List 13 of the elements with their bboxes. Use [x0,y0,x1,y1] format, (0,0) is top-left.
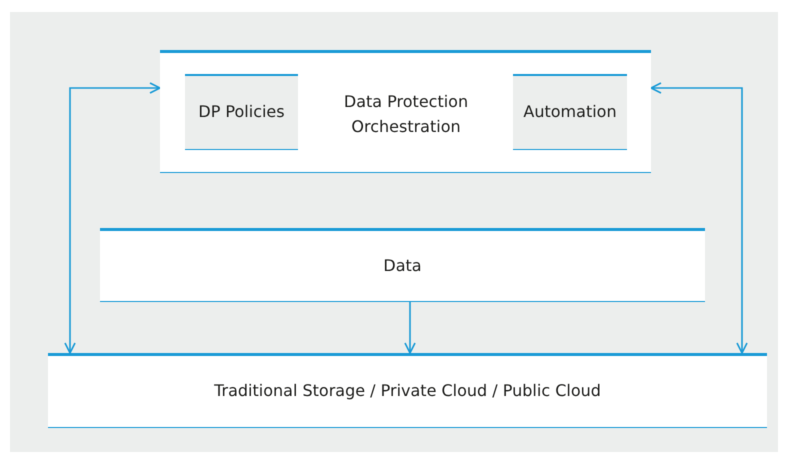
process-box [513,74,627,150]
process-box [48,353,767,428]
process-box [160,50,651,173]
arrow [64,82,161,354]
box-label: Automation [523,101,617,124]
box-label: Traditional Storage / Private Cloud / Public Cloud [214,380,601,402]
box-label: Data [383,254,422,277]
arrow [404,302,416,354]
box-label: DP Policies [198,101,285,124]
box-label: Data Protection Orchestration [342,91,470,138]
process-box [100,228,705,302]
process-box [185,74,298,150]
arrow [650,82,748,354]
